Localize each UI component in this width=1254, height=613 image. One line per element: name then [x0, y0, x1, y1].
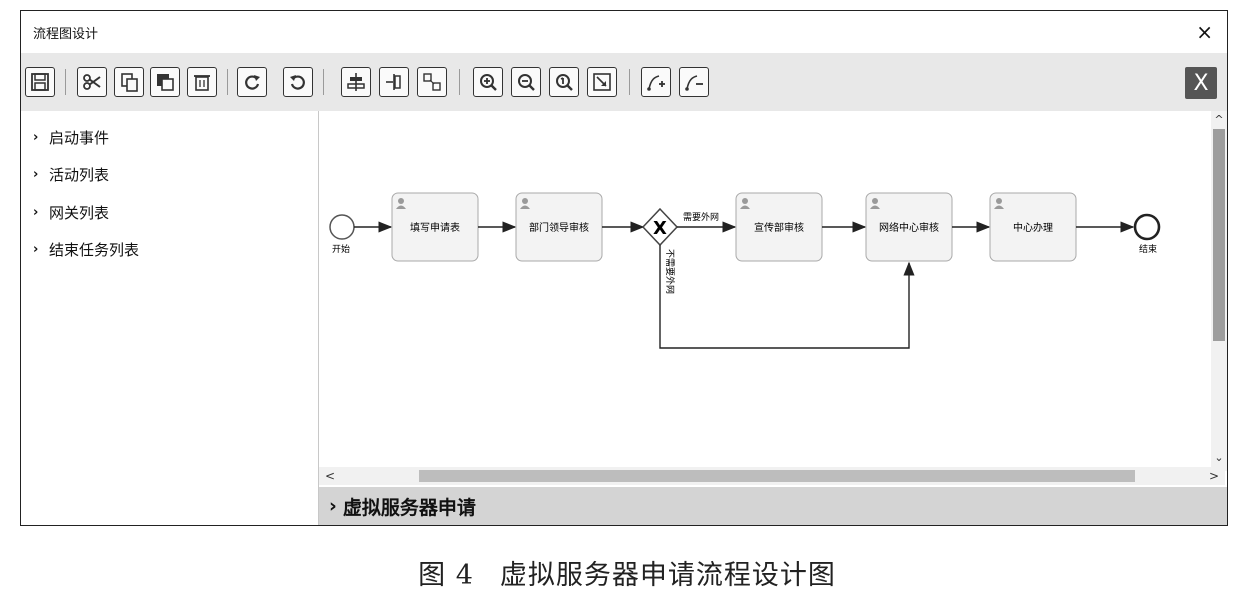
gateway-symbol: X [653, 218, 667, 239]
task-fill-form[interactable]: 填写申请表 [391, 192, 479, 262]
flow-label-yes: 需要外网 [683, 211, 719, 223]
close-icon[interactable]: × [1196, 20, 1213, 44]
cut-icon[interactable] [77, 67, 107, 97]
toolbar: X [21, 53, 1227, 112]
sidebar: › 启动事件 › 活动列表 › 网关列表 › 结束任务列表 [21, 111, 319, 525]
zoom-out-icon[interactable] [511, 67, 541, 97]
save-icon[interactable] [25, 67, 55, 97]
fit-icon[interactable] [587, 67, 617, 97]
task-label: 中心办理 [1013, 221, 1053, 234]
group-icon[interactable] [417, 67, 447, 97]
distribute-icon[interactable] [379, 67, 409, 97]
copy-icon[interactable] [114, 67, 144, 97]
titlebar: 流程图设计 × [21, 11, 1227, 53]
chevron-right-icon: › [33, 205, 39, 220]
close-designer-button[interactable]: X [1185, 67, 1217, 99]
bpmn-diagram: 开始 填写申请表 部门领导审核 X 需要外网 [329, 192, 1161, 349]
start-label: 开始 [332, 243, 350, 255]
task-label: 宣传部审核 [754, 221, 804, 234]
sidebar-item-label: 网关列表 [49, 204, 110, 222]
flow-designer-window: 流程图设计 × [20, 10, 1228, 526]
diagram-canvas[interactable]: 开始 填写申请表 部门领导审核 X 需要外网 [319, 111, 1227, 487]
sidebar-item-label: 启动事件 [49, 129, 110, 147]
task-label: 网络中心审核 [879, 221, 939, 234]
chevron-right-icon: › [33, 167, 39, 182]
vertical-scrollbar[interactable]: ^ ⌄ [1211, 111, 1227, 471]
task-network-center-review[interactable]: 网络中心审核 [865, 192, 953, 262]
figure-caption-text: 虚拟服务器申请流程设计图 [499, 560, 836, 591]
task-publicity-review[interactable]: 宣传部审核 [735, 192, 823, 262]
process-name-bar[interactable]: › 虚拟服务器申请 [319, 487, 1227, 525]
sidebar-item-activities[interactable]: › 活动列表 [33, 164, 109, 185]
redo-icon[interactable] [237, 67, 267, 97]
chevron-right-icon: › [329, 495, 337, 517]
exclusive-gateway[interactable]: X [641, 207, 679, 247]
paste-icon[interactable] [150, 67, 180, 97]
process-name: 虚拟服务器申请 [342, 496, 476, 519]
sidebar-item-label: 结束任务列表 [49, 241, 140, 259]
task-label: 填写申请表 [410, 221, 460, 234]
chevron-right-icon: › [33, 242, 39, 257]
sidebar-item-start-events[interactable]: › 启动事件 [33, 127, 109, 148]
sidebar-item-label: 活动列表 [49, 166, 110, 184]
zoom-actual-icon[interactable] [549, 67, 579, 97]
end-event[interactable] [1133, 213, 1161, 241]
delete-icon[interactable] [187, 67, 217, 97]
horizontal-scroll-thumb[interactable] [419, 470, 1135, 482]
start-event[interactable] [329, 214, 355, 240]
flow-label-no: 不需要外网 [664, 249, 676, 294]
scroll-down-icon[interactable]: ⌄ [1214, 451, 1224, 464]
scroll-right-icon[interactable]: > [1208, 469, 1220, 483]
align-icon[interactable] [341, 67, 371, 97]
chevron-right-icon: › [33, 130, 39, 145]
scroll-left-icon[interactable]: < [324, 469, 336, 483]
zoom-in-icon[interactable] [473, 67, 503, 97]
horizontal-scrollbar[interactable]: < > [319, 467, 1225, 485]
sidebar-item-gateways[interactable]: › 网关列表 [33, 202, 109, 223]
end-label: 结束 [1139, 243, 1157, 255]
task-center-process[interactable]: 中心办理 [989, 192, 1077, 262]
vertical-scroll-thumb[interactable] [1213, 129, 1225, 341]
add-connector-icon[interactable] [641, 67, 671, 97]
sidebar-item-end-tasks[interactable]: › 结束任务列表 [33, 239, 139, 260]
window-title: 流程图设计 [33, 26, 99, 42]
remove-connector-icon[interactable] [679, 67, 709, 97]
undo-icon[interactable] [283, 67, 313, 97]
scroll-up-icon[interactable]: ^ [1214, 113, 1224, 126]
figure-caption: 图 4 虚拟服务器申请流程设计图 [0, 553, 1254, 592]
figure-number: 图 4 [418, 560, 474, 591]
task-label: 部门领导审核 [529, 221, 589, 234]
task-dept-review[interactable]: 部门领导审核 [515, 192, 603, 262]
